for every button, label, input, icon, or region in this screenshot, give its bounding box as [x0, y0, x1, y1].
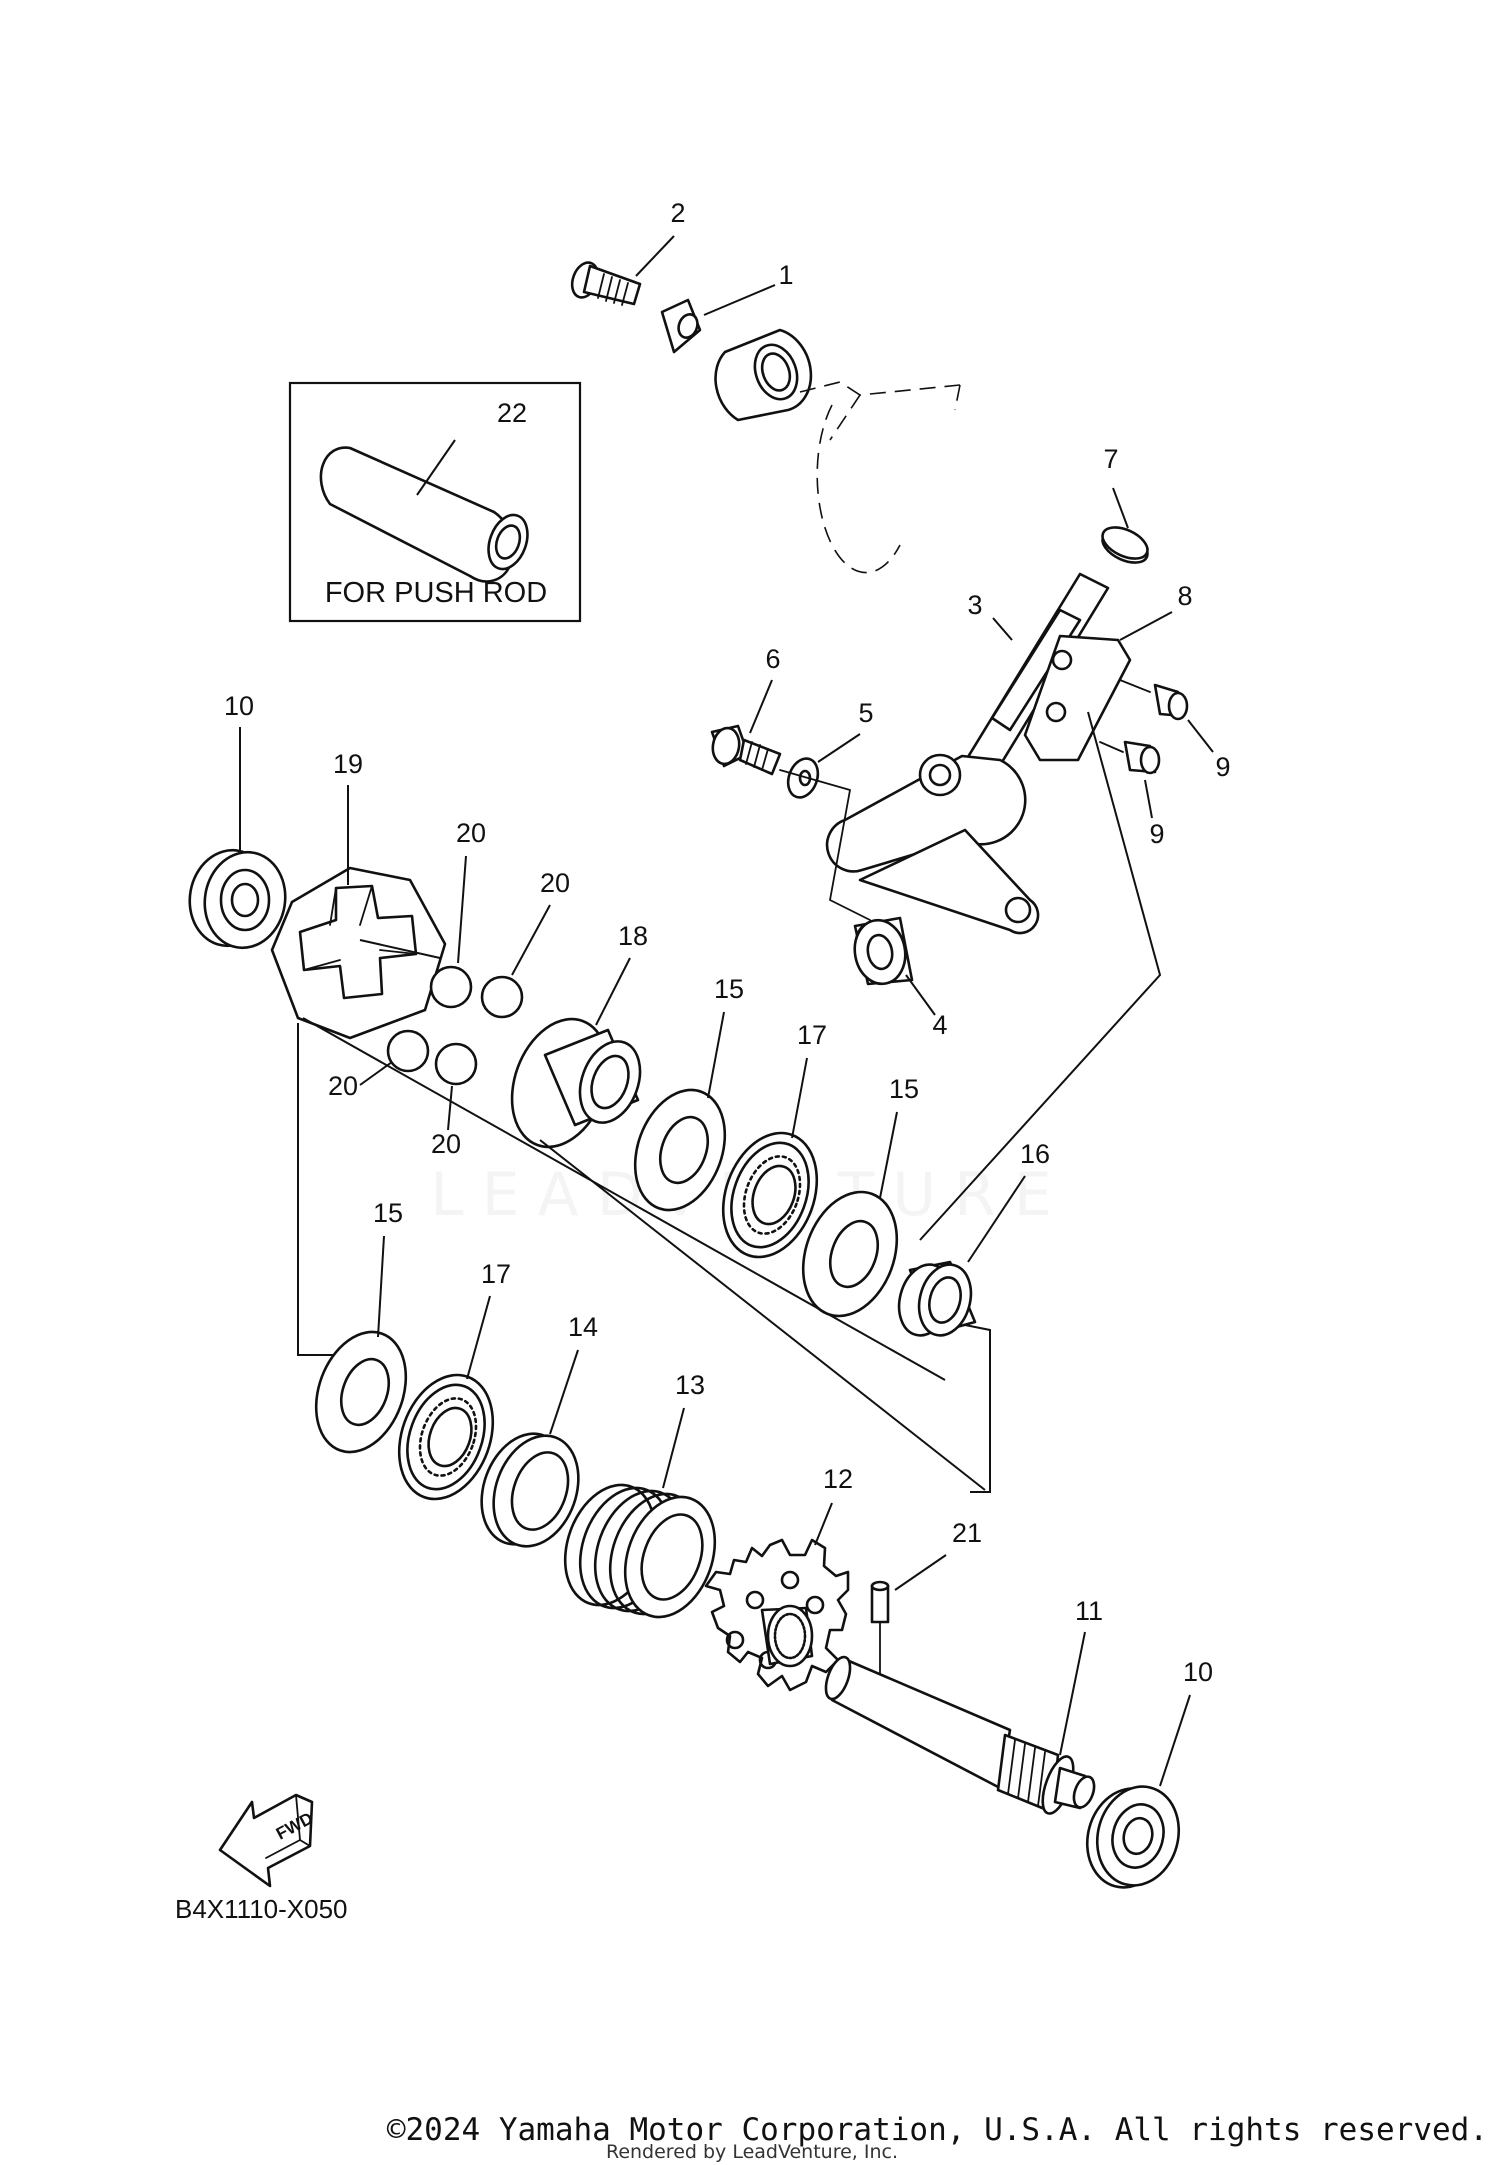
ball-part-20c[interactable] [386, 1029, 430, 1073]
collar-part-18[interactable] [495, 1006, 651, 1161]
push-rod-collar-part[interactable] [319, 446, 535, 583]
callout-12: 12 [823, 1464, 853, 1494]
ball-part-20a[interactable] [429, 965, 473, 1009]
callout-20b: 20 [540, 868, 570, 898]
callout-6: 6 [765, 644, 780, 674]
callout-4: 4 [932, 1010, 947, 1040]
collar-part-16[interactable] [892, 1259, 979, 1341]
spring-guide-part-14[interactable] [467, 1422, 593, 1558]
bearing-part-10-lower[interactable] [1076, 1777, 1189, 1896]
thrust-bearing-part-17a[interactable] [707, 1120, 833, 1270]
screw-part-9b[interactable] [1099, 740, 1161, 775]
callout-10b: 10 [1183, 1657, 1213, 1687]
callout-16: 16 [1020, 1139, 1050, 1169]
cam-part-19[interactable] [270, 866, 447, 1040]
thrust-bearing-part-17b[interactable] [383, 1362, 509, 1512]
bracket-part-8[interactable] [1023, 634, 1132, 762]
callout-19: 19 [333, 749, 363, 779]
washer-part-15a[interactable] [619, 1077, 740, 1222]
gear-part-12[interactable] [704, 1538, 850, 1692]
callout-3: 3 [967, 590, 982, 620]
inset-push-rod-box: FOR PUSH ROD [288, 381, 582, 623]
callout-17b: 17 [481, 1259, 511, 1289]
diagram-code: B4X1110-X050 [175, 1894, 348, 1924]
rendered-by-text: Rendered by LeadVenture, Inc. [606, 2141, 898, 2163]
spring-part-13[interactable] [549, 1472, 730, 1629]
callout-2: 2 [670, 198, 685, 228]
washer-part-15c[interactable] [300, 1319, 421, 1464]
callout-9a: 9 [1215, 752, 1230, 782]
callout-18: 18 [618, 921, 648, 951]
callout-22: 22 [497, 398, 527, 428]
callout-8: 8 [1177, 581, 1192, 611]
callout-21: 21 [952, 1518, 982, 1548]
ball-part-20d[interactable] [434, 1042, 478, 1086]
callout-15c: 15 [373, 1198, 403, 1228]
callout-11: 11 [1075, 1596, 1103, 1626]
lever-part-3[interactable] [825, 572, 1110, 935]
shaft-part-11[interactable] [821, 1654, 1098, 1817]
callout-17a: 17 [797, 1020, 827, 1050]
ring-part-7[interactable] [1098, 521, 1152, 569]
washer-part-5[interactable] [783, 754, 823, 801]
callout-5: 5 [858, 698, 873, 728]
fwd-arrow-icon: FWD [218, 1793, 316, 1888]
callout-1: 1 [778, 260, 793, 290]
washer-part-15b[interactable] [787, 1179, 913, 1329]
ball-part-20b[interactable] [480, 975, 524, 1019]
copyright-text: ©2024 Yamaha Motor Corporation, U.S.A. A… [387, 2112, 1488, 2148]
callout-20d: 20 [431, 1129, 461, 1159]
bolt-part-2[interactable] [568, 259, 642, 306]
callout-15b: 15 [889, 1074, 919, 1104]
bearing-part-10-upper[interactable] [182, 844, 292, 954]
washer-part-1[interactable] [660, 298, 702, 354]
callout-10a: 10 [224, 691, 254, 721]
callout-9b: 9 [1149, 819, 1164, 849]
callout-7: 7 [1103, 444, 1118, 474]
callout-13: 13 [675, 1370, 705, 1400]
callout-20a: 20 [456, 818, 486, 848]
callout-14: 14 [568, 1312, 598, 1342]
pin-part-21[interactable] [870, 1580, 890, 1681]
inset-label: FOR PUSH ROD [325, 577, 547, 609]
screw-part-9a[interactable] [1119, 679, 1189, 721]
shaft-ghost [714, 328, 961, 574]
callout-20c: 20 [328, 1071, 358, 1101]
callout-15a: 15 [714, 974, 744, 1004]
bolt-part-6[interactable] [710, 724, 782, 776]
bushing-part-4[interactable] [850, 916, 914, 988]
